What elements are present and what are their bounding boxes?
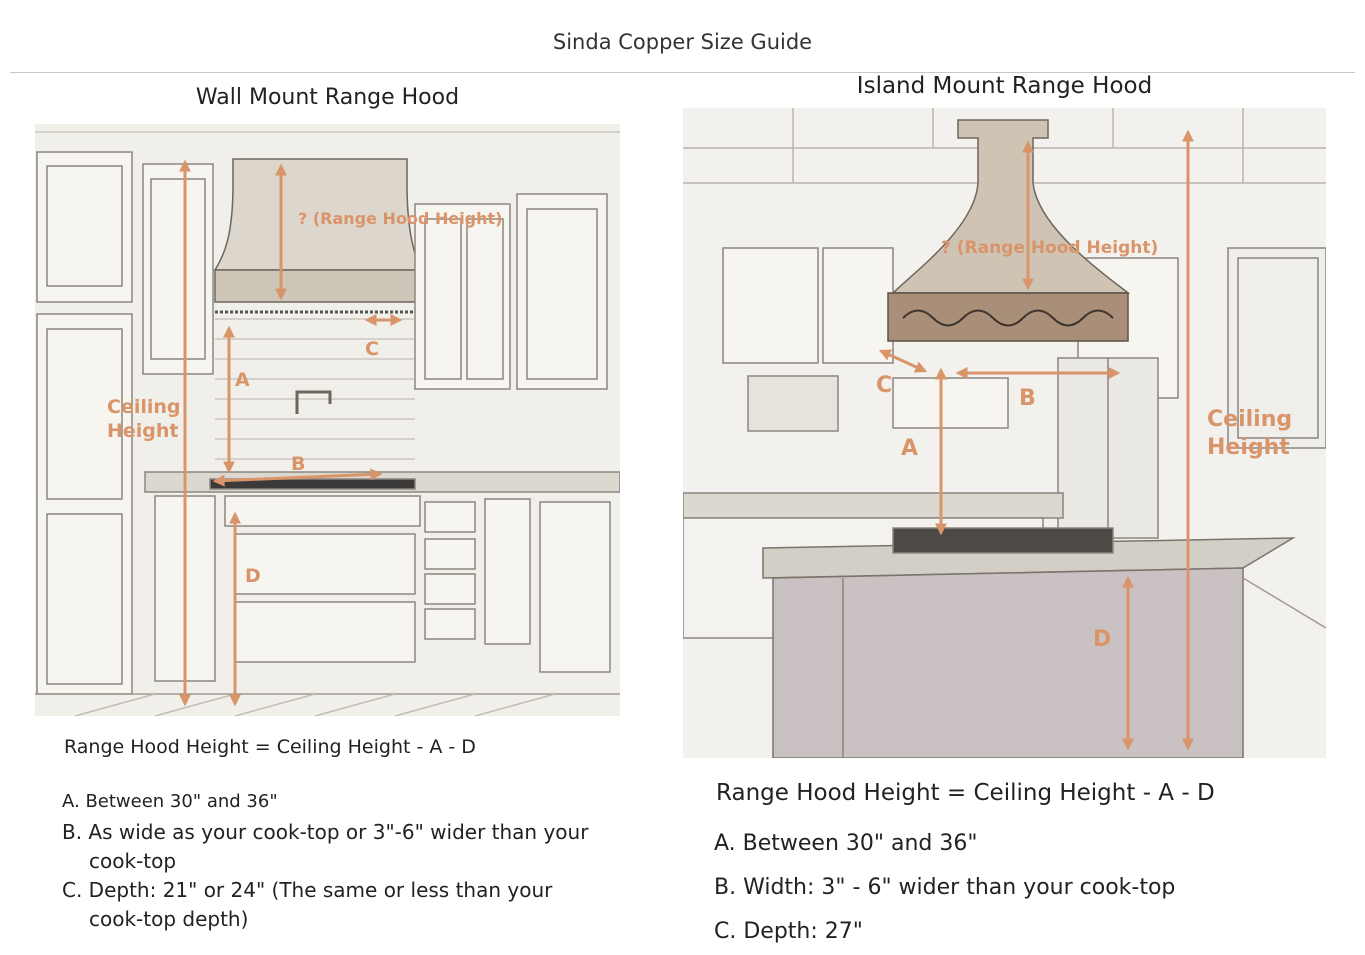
wall-label-d: D <box>245 565 261 587</box>
island-label-ceiling-1: Ceiling <box>1207 407 1292 432</box>
island-label-ceiling-2: Height <box>1207 435 1290 460</box>
wall-note-b-line1: B. As wide as your cook-top or 3"-6" wid… <box>62 820 589 844</box>
guide-title: Sinda Copper Size Guide <box>552 30 813 54</box>
island-label-a: A <box>901 436 918 461</box>
wall-kitchen-sketch: ? (Range Hood Height) A B C D Ceiling He… <box>35 131 620 716</box>
wall-mount-title: Wall Mount Range Hood <box>195 85 460 110</box>
wall-note-b-line2: cook-top <box>89 849 177 873</box>
wall-note-a: A. Between 30" and 36" <box>62 791 278 812</box>
wall-label-b: B <box>291 453 305 475</box>
wall-label-c: C <box>365 338 379 360</box>
wall-note-c-line2: cook-top depth) <box>89 907 249 931</box>
island-label-b: B <box>1019 386 1036 411</box>
title-divider <box>10 72 1355 73</box>
island-notes: A. Between 30" and 36" B. Width: 3" - 6"… <box>714 830 1175 946</box>
island-kitchen-sketch: ? (Range Hood Height) A B C D Ceiling He… <box>683 108 1326 758</box>
island-label-c: C <box>876 373 892 398</box>
island-note-c: C. Depth: 27" <box>714 919 863 944</box>
wall-formula: Range Hood Height = Ceiling Height - A -… <box>64 736 476 758</box>
wall-note-c-line1: C. Depth: 21" or 24" (The same or less t… <box>62 878 553 902</box>
wall-label-ceiling-1: Ceiling <box>107 396 181 418</box>
island-note-a: A. Between 30" and 36" <box>714 831 978 856</box>
wall-label-hood-height: ? (Range Hood Height) <box>298 209 502 228</box>
island-mount-title: Island Mount Range Hood <box>856 73 1153 99</box>
island-label-d: D <box>1093 627 1111 652</box>
island-label-hood-height: ? (Range Hood Height) <box>941 238 1158 258</box>
wall-label-a: A <box>235 369 250 391</box>
island-formula: Range Hood Height = Ceiling Height - A -… <box>716 780 1215 806</box>
wall-label-ceiling-2: Height <box>107 420 179 442</box>
island-mount-illustration: ? (Range Hood Height) A B C D Ceiling He… <box>683 108 1326 758</box>
wall-notes: A. Between 30" and 36" B. As wide as you… <box>62 787 588 934</box>
wall-mount-illustration: ? (Range Hood Height) A B C D Ceiling He… <box>35 124 620 716</box>
island-note-b: B. Width: 3" - 6" wider than your cook-t… <box>714 875 1176 900</box>
